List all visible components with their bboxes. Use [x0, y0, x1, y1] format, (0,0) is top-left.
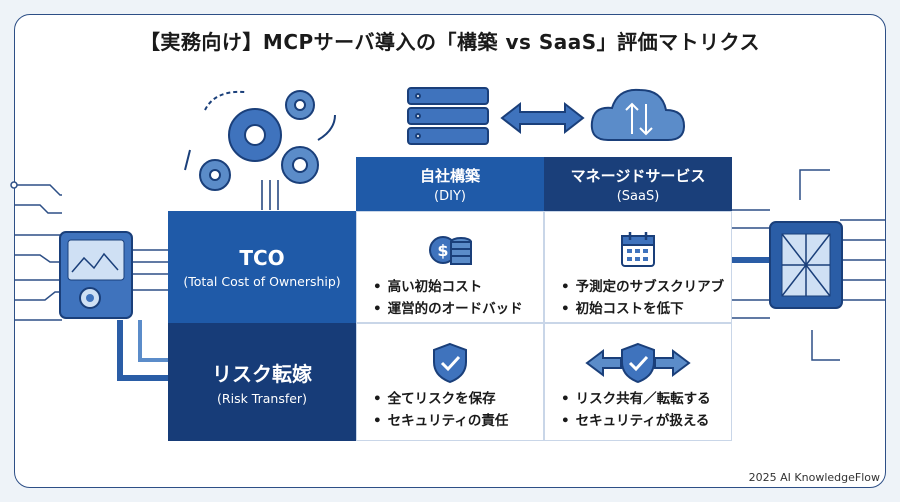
- list-item: リスク共有／転転する: [561, 388, 711, 410]
- row-header-tco: TCO (Total Cost of Ownership): [168, 211, 356, 323]
- cell-risk-saas: リスク共有／転転する セキュリティが扱える: [544, 323, 732, 441]
- row-header-risk-transfer: リスク転嫁 (Risk Transfer): [168, 323, 356, 441]
- shield-check-icon: [357, 342, 543, 388]
- list-item: 予測定のサブスクリアブ: [561, 276, 725, 298]
- left-circuit-lines: [10, 181, 168, 381]
- column-label: マネージドサービス: [570, 166, 706, 185]
- row-sublabel: (Total Cost of Ownership): [183, 273, 341, 289]
- bullet-list: 全てリスクを保存 セキュリティの責任: [373, 388, 509, 432]
- list-item: 全てリスクを保存: [373, 388, 508, 410]
- cell-tco-diy: $ 高い初始コスト 運営的のオードバッド: [356, 211, 544, 323]
- column-header-diy: 自社構築 (DIY): [356, 157, 544, 211]
- credit-text: 2025 AI KnowledgeFlow: [748, 471, 880, 484]
- list-item: 高い初始コスト: [373, 276, 523, 298]
- coins-icon: $: [357, 230, 543, 274]
- list-item: 初始コストを低下: [561, 298, 724, 320]
- calendar-icon: [545, 230, 731, 274]
- column-sublabel: (SaaS): [616, 188, 660, 204]
- bullet-list: 高い初始コスト 運営的のオードバッド: [373, 276, 523, 320]
- row-label: TCO: [239, 245, 285, 270]
- bullet-list: 予測定のサブスクリアブ 初始コストを低下: [561, 276, 725, 320]
- gears-icon: [184, 90, 336, 210]
- cell-risk-diy: 全てリスクを保存 セキュリティの責任: [356, 323, 544, 441]
- server-icon: [407, 87, 489, 145]
- cell-tco-saas: 予測定のサブスクリアブ 初始コストを低下: [544, 211, 732, 323]
- column-header-saas: マネージドサービス (SaaS): [544, 157, 732, 211]
- svg-text:$: $: [437, 241, 448, 260]
- double-arrow-icon: [500, 101, 585, 135]
- list-item: セキュリティが扱える: [561, 410, 711, 432]
- right-circuit-lines: [732, 169, 886, 361]
- cloud-sync-icon: [590, 88, 686, 141]
- shield-arrows-icon: [545, 342, 731, 388]
- list-item: セキュリティの責任: [373, 410, 509, 432]
- chip-icon: [769, 221, 843, 309]
- row-sublabel: (Risk Transfer): [217, 391, 307, 406]
- monitor-gear-icon: [59, 231, 133, 319]
- page-title: 【実務向け】MCPサーバ導入の「構築 vs SaaS」評価マトリクス: [139, 30, 761, 54]
- bullet-list: リスク共有／転転する セキュリティが扱える: [561, 388, 711, 432]
- list-item: 運営的のオードバッド: [373, 298, 523, 320]
- column-label: 自社構築: [419, 166, 480, 185]
- column-sublabel: (DIY): [434, 188, 466, 204]
- row-label: リスク転嫁: [212, 362, 312, 386]
